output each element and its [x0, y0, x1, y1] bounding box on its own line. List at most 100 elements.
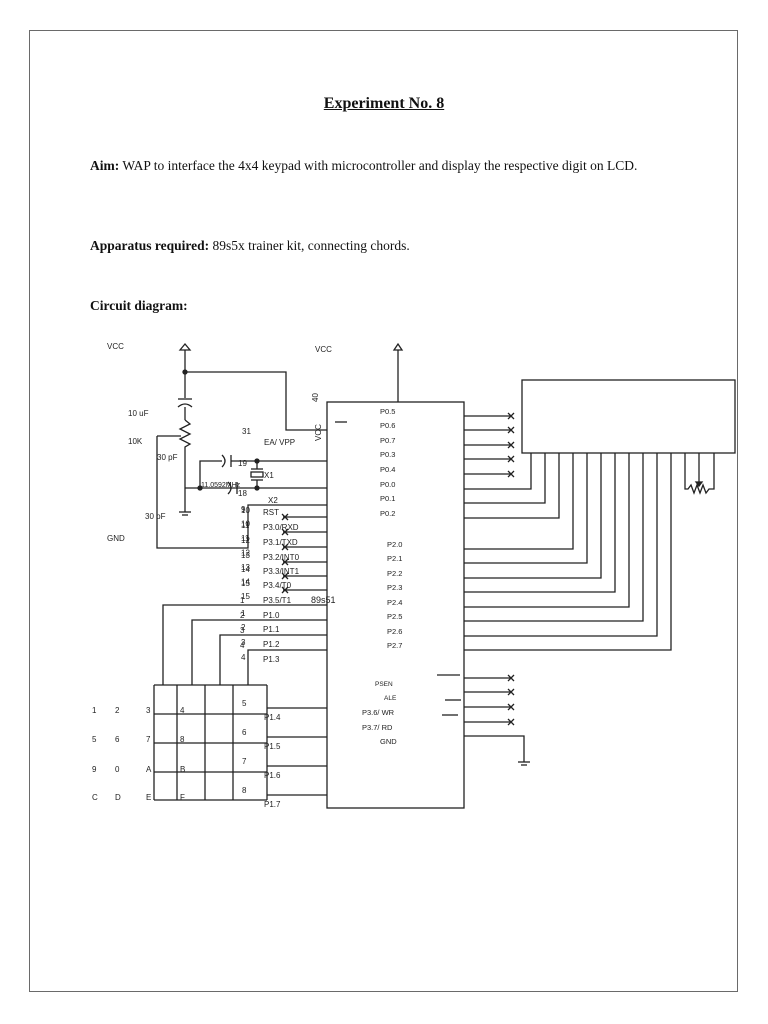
no-connect-icon: [507, 441, 515, 449]
pin-label: P2.4: [387, 598, 402, 607]
pin-number: 4: [241, 653, 246, 662]
mcu-right-pins: P0.5P0.6P0.7P0.3P0.4P0.0P0.1P0.2P2.0P2.1…: [380, 407, 515, 650]
pin-label: P0.6: [380, 421, 395, 430]
lcd-data-wire: [464, 453, 546, 504]
vcc-mcu-label: VCC: [315, 345, 332, 354]
pin-x2-name: X2: [268, 496, 278, 505]
wire-cap1: [199, 460, 222, 488]
pin-label: P3.5/T1: [263, 596, 292, 605]
pin31-num: 31: [242, 427, 251, 436]
aim-paragraph: Aim: WAP to interface the 4x4 keypad wit…: [90, 151, 690, 180]
pin-label: P3.0/RXD: [263, 523, 299, 532]
pin-number: 11: [241, 521, 250, 530]
vcc-arrow-mcu-icon: [392, 342, 404, 402]
pin-label: P0.3: [380, 450, 395, 459]
no-connect-icon: [507, 455, 515, 463]
keypad-key-label: 7: [146, 735, 151, 744]
keypad-key-label: B: [180, 765, 185, 774]
mcu-left-pins: RST10P3.0/RXD11P3.1/TXD12P3.2/INT013P3.3…: [162, 505, 327, 809]
pin-number: 3: [241, 638, 246, 647]
lcd-data-wire: [464, 453, 672, 651]
pin-number: 13: [241, 551, 250, 560]
pin-number: 10: [241, 506, 250, 515]
keypad-col-pin: 4: [240, 641, 245, 650]
no-connect-icon: [507, 718, 515, 726]
keypad-key-label: E: [146, 793, 151, 802]
pin-label: P3.1/TXD: [263, 538, 298, 547]
keypad-key-label: 0: [115, 765, 120, 774]
pin-label: RST: [263, 508, 279, 517]
apparatus-text: 89s5x trainer kit, connecting chords.: [209, 238, 410, 253]
keypad-col-wire: [219, 634, 327, 685]
lcd-data-wire: [464, 453, 644, 622]
pin-label: P3.4/T0: [263, 581, 292, 590]
ground-icon: [179, 511, 191, 516]
pin-label: P2.6: [387, 627, 402, 636]
pin-number: 15: [241, 592, 250, 601]
pin-number: 14: [241, 578, 250, 587]
junction-dot: [197, 485, 203, 491]
keypad-col-pin: 1: [240, 596, 245, 605]
crystal-label: X1: [264, 471, 274, 480]
pin-label: P3.3/INT1: [263, 567, 300, 576]
pin-label: P1.6: [264, 771, 281, 780]
lcd-data-wire: [464, 453, 560, 519]
lcd-data-wire: [464, 453, 574, 550]
mcu-name-label: 89s51: [311, 595, 336, 605]
cap-xtal2-label: 30 pF: [145, 512, 166, 521]
pin31-name: EA/ VPP: [264, 438, 295, 447]
pin-number: 2: [241, 623, 246, 632]
wire-gnd: [464, 735, 525, 762]
keypad-row-pin: 7: [242, 757, 247, 766]
pin-label: P0.1: [380, 494, 395, 503]
keypad-key-label: 6: [115, 735, 120, 744]
keypad-key-label: C: [92, 793, 98, 802]
pin-label: ALE: [384, 695, 397, 702]
keypad-col-wire: [247, 649, 327, 685]
keypad-key-label: A: [146, 765, 152, 774]
keypad-key-label: D: [115, 793, 121, 802]
no-connect-icon: [507, 703, 515, 711]
keypad-col-wire: [191, 619, 327, 685]
lcd-wires: [464, 453, 672, 651]
pin-label: P1.0: [263, 611, 280, 620]
lcd-data-wire: [464, 453, 588, 564]
keypad-key-label: 4: [180, 706, 185, 715]
pin-label: PSEN: [375, 681, 393, 688]
capacitor-10uf-icon: [177, 398, 193, 420]
no-connect-icon: [281, 572, 289, 580]
vcc-left-label: VCC: [107, 342, 124, 351]
no-connect-icon: [507, 470, 515, 478]
wire-reset: [156, 436, 327, 549]
apparatus-paragraph: Apparatus required: 89s5x trainer kit, c…: [90, 231, 410, 260]
pin-label: P1.2: [263, 640, 280, 649]
keypad-row-pin: 8: [242, 786, 247, 795]
keypad-key-label: 9: [92, 765, 97, 774]
no-connect-icon: [281, 513, 289, 521]
pin-number: 15: [241, 579, 250, 588]
apparatus-label: Apparatus required:: [90, 238, 210, 253]
pin19-num: 19: [238, 459, 247, 468]
pin-number: 11: [241, 534, 250, 543]
pin-number: 12: [241, 549, 250, 558]
gnd-label: GND: [107, 534, 125, 543]
pin-label: P0.4: [380, 465, 395, 474]
pin-number: 9: [241, 505, 246, 514]
no-connect-icon: [507, 426, 515, 434]
pin-number: 1: [241, 609, 246, 618]
pin-label: P1.7: [264, 800, 281, 809]
lcd-display: [521, 379, 736, 454]
crystal-x1-icon: [250, 461, 264, 488]
pin-label: P2.3: [387, 583, 402, 592]
keypad-key-label: 1: [92, 706, 97, 715]
pin-label: P2.5: [387, 612, 402, 621]
page-title: Experiment No. 8: [323, 95, 445, 112]
keypad-col-wire: [162, 604, 327, 685]
pin-label: P1.4: [264, 713, 281, 722]
vcc-pin-label: VCC: [314, 424, 323, 441]
pin-label: P3.2/INT0: [263, 553, 300, 562]
wire-vcc-ea: [185, 371, 327, 431]
lcd-data-wire: [464, 453, 658, 637]
